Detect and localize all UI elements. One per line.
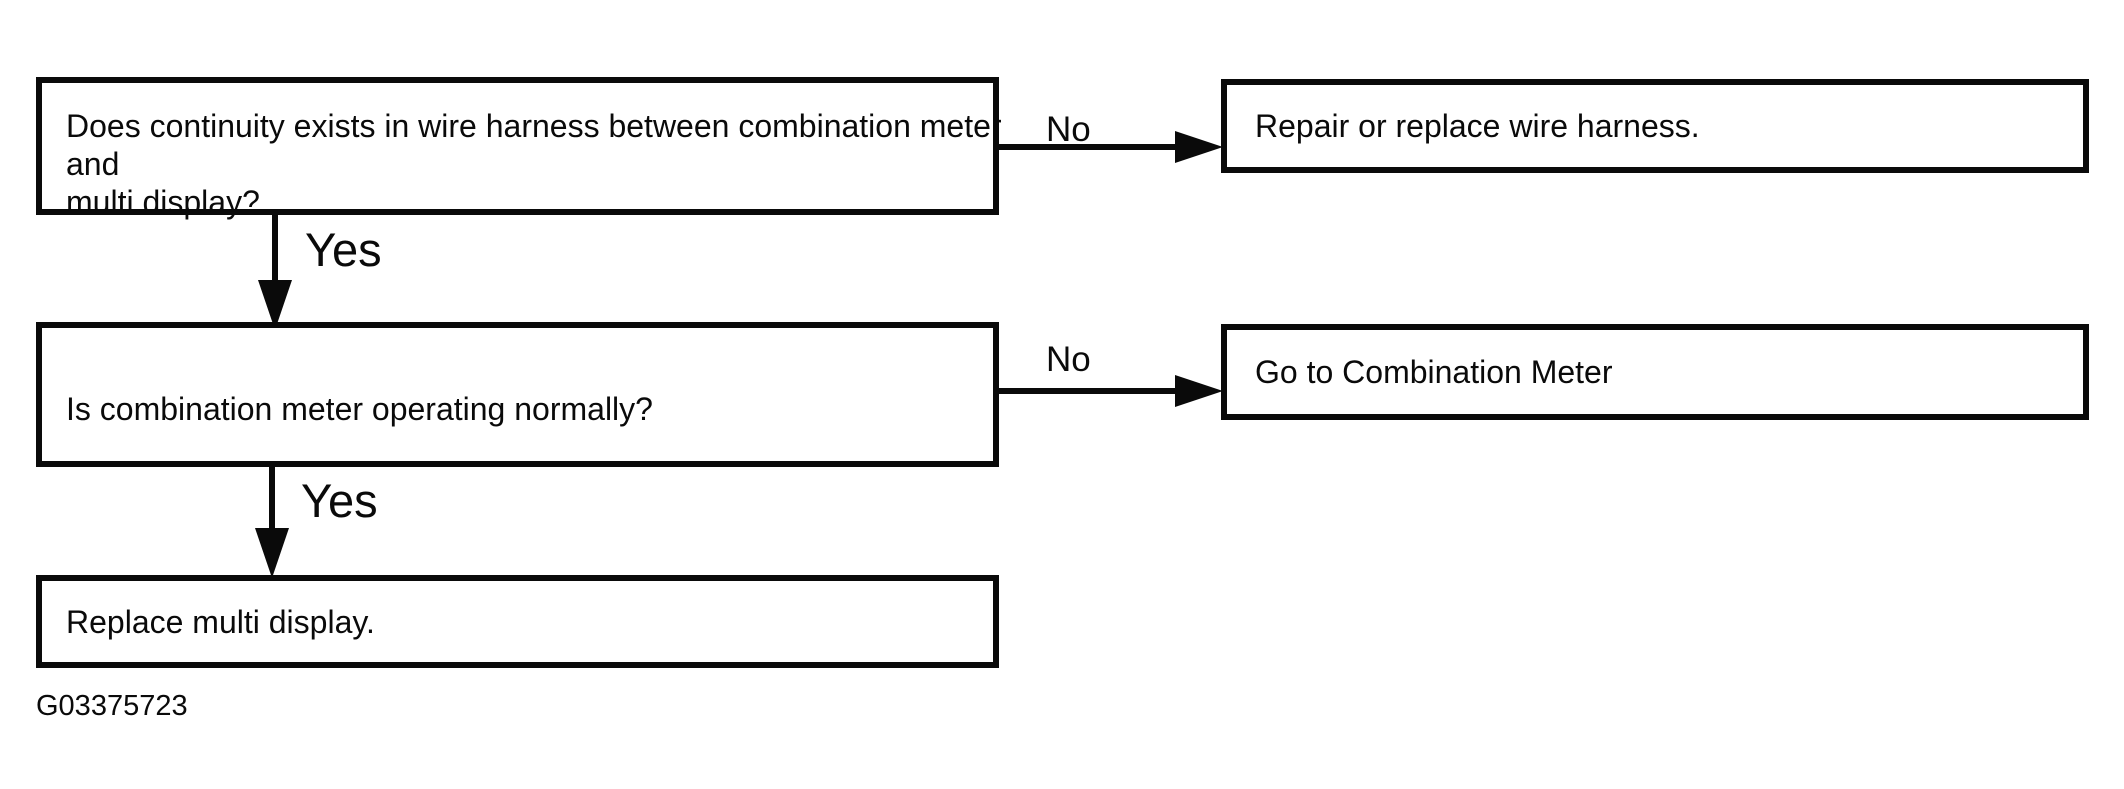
box-text-line: Does continuity exists in wire harness b… — [66, 108, 1002, 144]
arrow-line — [269, 467, 275, 535]
arrow-line — [997, 144, 1183, 150]
figure-code: G03375723 — [36, 690, 188, 722]
action-box-replace-multi-display-text: Replace multi display. — [66, 603, 375, 640]
action-box-go-to-combination-meter: Go to Combination Meter — [1221, 324, 2089, 420]
arrow-line — [995, 388, 1183, 394]
decision-box-wire-harness-continuity: Does continuity exists in wire harness b… — [36, 77, 1002, 220]
decision-box-combination-meter-operating-text: Is combination meter operating normally? — [66, 391, 653, 427]
box-text-line: and — [66, 146, 120, 182]
decision-box-combination-meter-operating: Is combination meter operating normally? — [36, 322, 999, 467]
edge-label-yes-2: Yes — [301, 474, 378, 527]
edge-label-yes-1: Yes — [305, 223, 382, 276]
decision-box-wire-harness-continuity-text: Does continuity exists in wire harness b… — [66, 107, 1002, 221]
arrow-head — [258, 280, 292, 330]
arrow-head — [255, 528, 289, 578]
action-box-repair-harness: Repair or replace wire harness. — [1221, 79, 2089, 173]
arrow-head — [1175, 131, 1223, 163]
action-box-repair-harness-text: Repair or replace wire harness. — [1255, 108, 1700, 144]
arrow-line — [272, 215, 278, 287]
action-box-go-to-combination-meter-text: Go to Combination Meter — [1255, 354, 1613, 390]
edge-label-no-2: No — [1046, 340, 1091, 379]
action-box-replace-multi-display: Replace multi display. — [36, 575, 999, 668]
arrow-head — [1175, 375, 1223, 407]
box-text-line: multi display? — [66, 184, 260, 220]
edge-label-no-1: No — [1046, 110, 1091, 149]
